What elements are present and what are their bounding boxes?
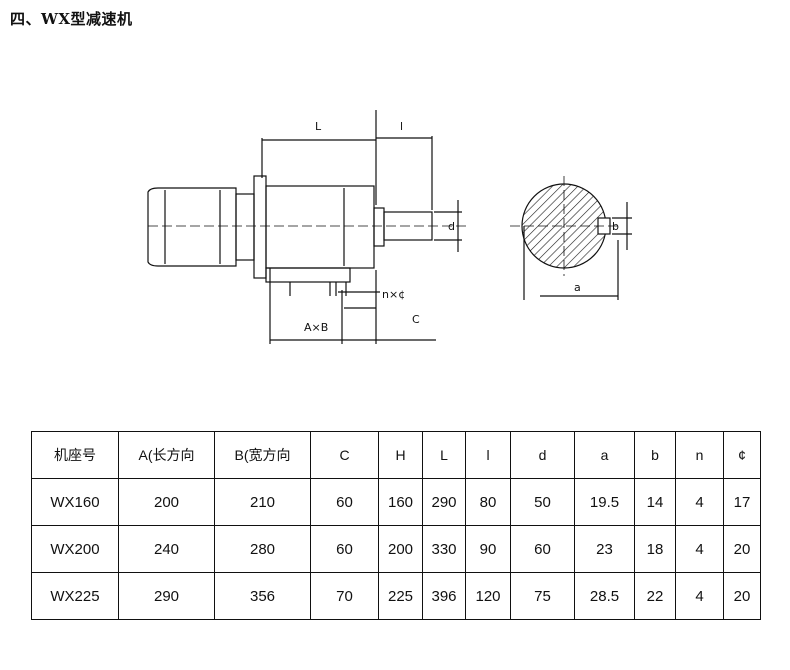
spec-table: 机座号 A(长方向 B(宽方向 C H L l d a b n ¢ WX160 … xyxy=(31,431,761,620)
gearbox-body xyxy=(265,185,375,269)
table-cell: 70 xyxy=(310,572,379,620)
header-cell: A(长方向 xyxy=(118,431,215,479)
table-cell: 4 xyxy=(675,525,724,573)
table-cell: 75 xyxy=(510,572,575,620)
header-cell: L xyxy=(422,431,466,479)
label-nxphi: n×¢ xyxy=(382,288,405,301)
table-cell: 80 xyxy=(465,478,511,526)
table-cell: 17 xyxy=(723,478,761,526)
table-cell: 160 xyxy=(378,478,423,526)
header-cell: n xyxy=(675,431,724,479)
reducer-drawing: L l d b a C A×B n×¢ xyxy=(147,110,632,344)
table-cell: 210 xyxy=(214,478,311,526)
table-cell: 200 xyxy=(378,525,423,573)
gearbox-base xyxy=(265,267,351,283)
table-cell: 60 xyxy=(310,525,379,573)
table-cell: 14 xyxy=(634,478,676,526)
label-L: L xyxy=(315,120,322,133)
table-row: WX200 240 280 60 200 330 90 60 23 18 4 2… xyxy=(31,525,761,573)
label-l: l xyxy=(400,120,403,133)
motor-body xyxy=(147,187,237,267)
header-cell: B(宽方向 xyxy=(214,431,311,479)
table-cell: 396 xyxy=(422,572,466,620)
label-d: d xyxy=(448,220,455,233)
label-AxB: A×B xyxy=(304,321,328,334)
flange xyxy=(253,175,267,279)
label-b: b xyxy=(612,220,619,233)
header-cell: H xyxy=(378,431,423,479)
table-cell: 356 xyxy=(214,572,311,620)
table-cell: 50 xyxy=(510,478,575,526)
table-cell: 20 xyxy=(723,525,761,573)
table-cell: 120 xyxy=(465,572,511,620)
table-cell: WX200 xyxy=(31,525,119,573)
header-cell: l xyxy=(465,431,511,479)
header-cell: 机座号 xyxy=(31,431,119,479)
table-cell: 290 xyxy=(422,478,466,526)
table-cell: WX160 xyxy=(31,478,119,526)
table-cell: 280 xyxy=(214,525,311,573)
table-cell: 240 xyxy=(118,525,215,573)
table-cell: 23 xyxy=(574,525,635,573)
table-cell: 290 xyxy=(118,572,215,620)
table-cell: 60 xyxy=(510,525,575,573)
header-cell: C xyxy=(310,431,379,479)
table-cell: 4 xyxy=(675,478,724,526)
table-cell: WX225 xyxy=(31,572,119,620)
table-cell: 225 xyxy=(378,572,423,620)
table-cell: 60 xyxy=(310,478,379,526)
table-cell: 18 xyxy=(634,525,676,573)
header-cell: ¢ xyxy=(723,431,761,479)
label-a: a xyxy=(574,281,581,294)
page-heading: 四、WX型减速机 xyxy=(10,10,133,28)
header-cell: b xyxy=(634,431,676,479)
table-header-row: 机座号 A(长方向 B(宽方向 C H L l d a b n ¢ xyxy=(31,431,761,479)
table-row: WX225 290 356 70 225 396 120 75 28.5 22 … xyxy=(31,572,761,620)
table-cell: 200 xyxy=(118,478,215,526)
table-row: WX160 200 210 60 160 290 80 50 19.5 14 4… xyxy=(31,478,761,526)
table-cell: 20 xyxy=(723,572,761,620)
header-cell: a xyxy=(574,431,635,479)
table-cell: 22 xyxy=(634,572,676,620)
label-C: C xyxy=(412,313,420,326)
table-cell: 90 xyxy=(465,525,511,573)
table-cell: 28.5 xyxy=(574,572,635,620)
table-cell: 4 xyxy=(675,572,724,620)
header-cell: d xyxy=(510,431,575,479)
table-cell: 19.5 xyxy=(574,478,635,526)
table-cell: 330 xyxy=(422,525,466,573)
